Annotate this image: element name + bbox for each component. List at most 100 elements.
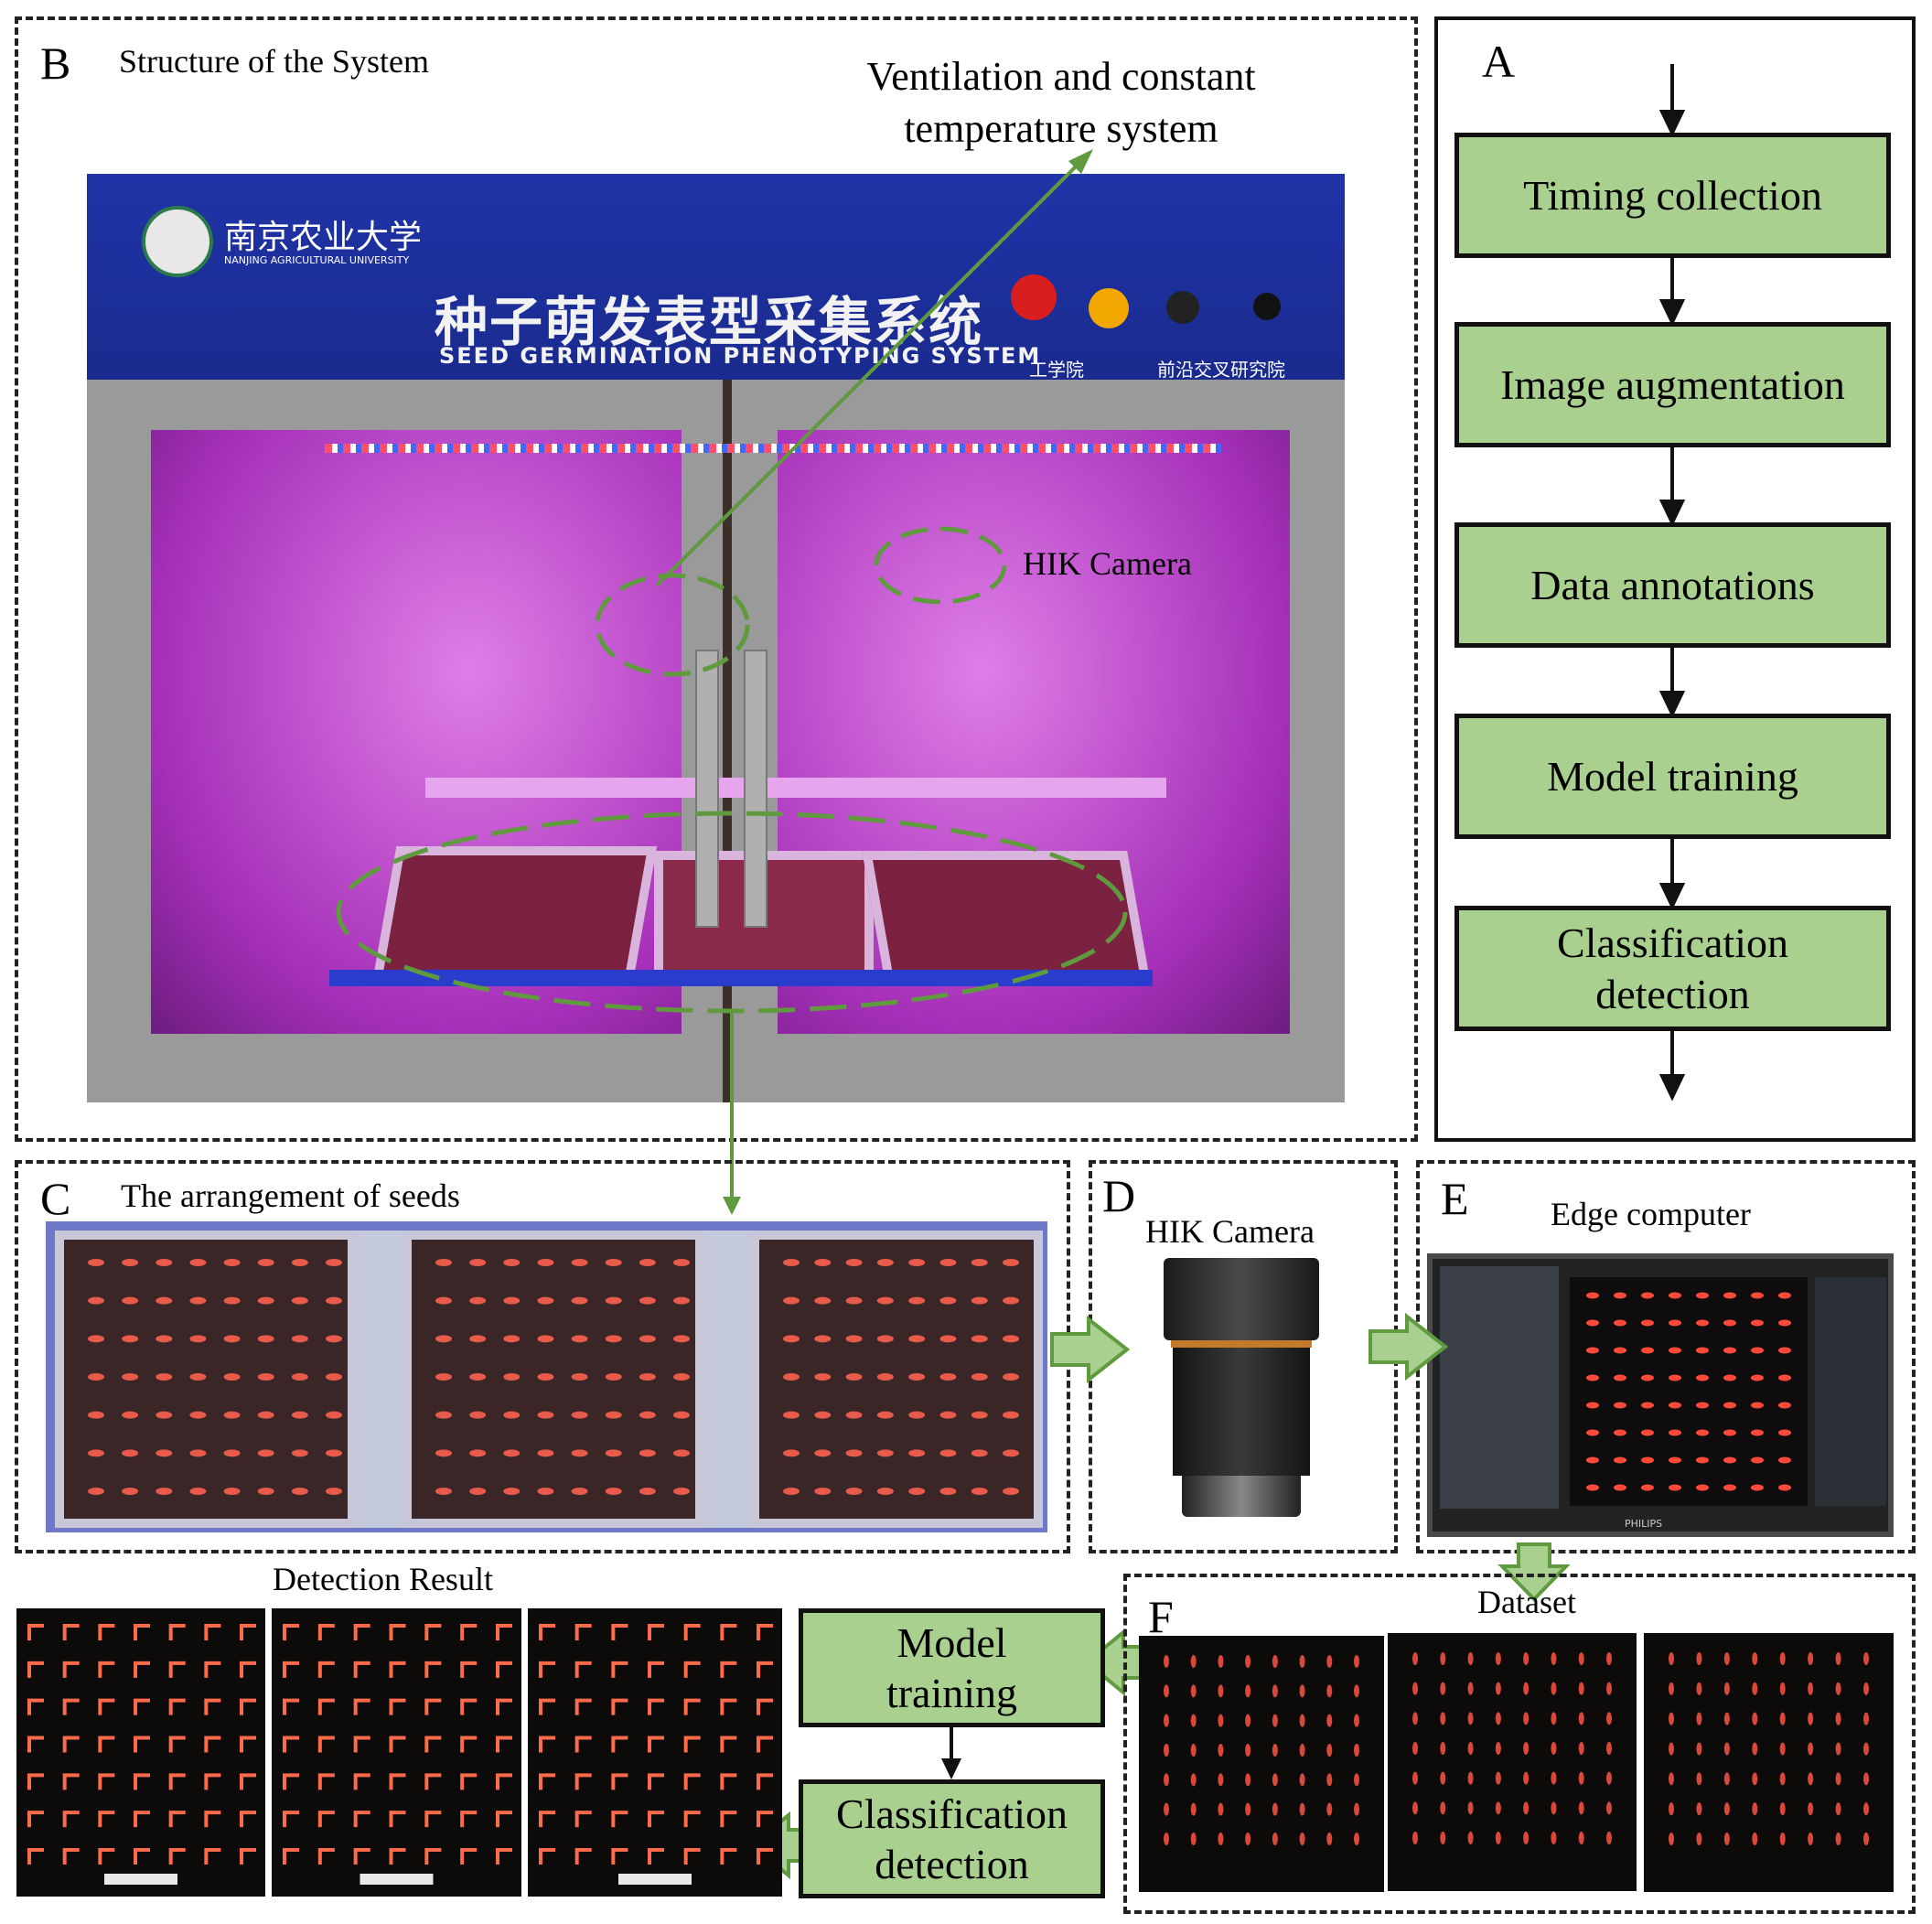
seed xyxy=(1751,1402,1764,1409)
detection-box xyxy=(98,1624,115,1640)
detection-box xyxy=(204,1698,221,1715)
seed xyxy=(1551,1832,1557,1844)
seed xyxy=(1412,1771,1418,1785)
ventilation-arrowhead xyxy=(1068,149,1093,174)
seed xyxy=(971,1373,988,1381)
seed xyxy=(1245,1714,1251,1727)
detection-box xyxy=(27,1698,44,1715)
door-handle-right xyxy=(744,650,767,928)
seed xyxy=(1778,1292,1791,1299)
seed xyxy=(1354,1655,1359,1668)
university-cn: 南京农业大学 xyxy=(224,219,423,256)
detection-box xyxy=(240,1848,256,1865)
seed xyxy=(537,1335,554,1343)
seed xyxy=(1606,1652,1612,1665)
seed xyxy=(88,1335,104,1343)
seed xyxy=(291,1373,308,1381)
seed xyxy=(1412,1712,1418,1725)
seed xyxy=(639,1259,656,1266)
seed xyxy=(1614,1347,1626,1354)
seed xyxy=(156,1411,173,1419)
seed xyxy=(156,1259,173,1266)
seed xyxy=(1578,1742,1584,1755)
monitor-sidebar xyxy=(1440,1266,1559,1509)
seed xyxy=(1326,1802,1333,1816)
seed xyxy=(1669,1456,1681,1464)
detection-box xyxy=(648,1811,664,1828)
detection-box xyxy=(62,1698,80,1715)
detection-box xyxy=(757,1736,773,1753)
seed xyxy=(1696,1742,1702,1756)
edge-computer-monitor: PHILIPS xyxy=(1427,1253,1894,1537)
seed xyxy=(1779,1742,1786,1756)
machine-en-title: SEED GERMINATION PHENOTYPING SYSTEM xyxy=(439,343,1042,369)
seed xyxy=(326,1488,342,1495)
seed xyxy=(1164,1744,1169,1757)
seed xyxy=(1606,1832,1612,1844)
seed xyxy=(1218,1684,1224,1698)
detection-box xyxy=(683,1811,701,1828)
detection-box xyxy=(424,1811,442,1828)
seed xyxy=(783,1296,800,1305)
detection-box xyxy=(574,1624,592,1640)
seed xyxy=(1778,1402,1791,1409)
seed xyxy=(503,1296,521,1305)
detection-box xyxy=(460,1848,478,1865)
seed xyxy=(1641,1456,1654,1464)
seed xyxy=(1723,1484,1736,1491)
seed xyxy=(1696,1292,1709,1299)
seed xyxy=(673,1488,690,1495)
detection-box xyxy=(460,1736,478,1753)
detection-box xyxy=(683,1848,701,1865)
seed xyxy=(1299,1655,1305,1668)
seed xyxy=(1808,1802,1814,1816)
seed xyxy=(1003,1335,1019,1343)
seed xyxy=(1272,1655,1278,1668)
seed xyxy=(1272,1714,1278,1727)
seed xyxy=(1752,1652,1758,1665)
seed xyxy=(783,1411,800,1419)
seed xyxy=(1218,1655,1224,1668)
seed xyxy=(1863,1652,1869,1665)
seed xyxy=(1003,1411,1019,1419)
detection-box xyxy=(353,1848,370,1865)
seed xyxy=(223,1373,241,1381)
seed xyxy=(1586,1484,1599,1491)
seed xyxy=(1614,1292,1626,1299)
seed xyxy=(1641,1374,1654,1381)
seed xyxy=(1779,1712,1786,1725)
seed xyxy=(537,1373,554,1381)
seed xyxy=(189,1373,207,1381)
detection-box xyxy=(317,1624,335,1640)
seed xyxy=(189,1488,207,1495)
seed xyxy=(1614,1374,1626,1381)
seed xyxy=(1467,1652,1474,1665)
seed xyxy=(1495,1652,1501,1665)
seed xyxy=(1669,1652,1674,1665)
detection-image-2 xyxy=(272,1608,521,1897)
seed xyxy=(1551,1712,1557,1725)
seed xyxy=(571,1296,588,1305)
seed xyxy=(876,1373,894,1381)
seed xyxy=(1218,1833,1224,1845)
seed xyxy=(1326,1833,1333,1845)
seed xyxy=(1606,1801,1612,1815)
panel-f-letter: F xyxy=(1148,1591,1174,1642)
detection-box xyxy=(460,1624,478,1640)
seed xyxy=(1808,1833,1814,1845)
detection-box xyxy=(720,1773,737,1790)
seed xyxy=(122,1259,139,1266)
seed xyxy=(1467,1682,1474,1695)
seed xyxy=(1614,1319,1626,1327)
seed-tray-1 xyxy=(55,1231,357,1528)
detection-box xyxy=(757,1848,773,1865)
seed xyxy=(1723,1802,1730,1816)
detection-box xyxy=(757,1698,773,1715)
seed xyxy=(503,1488,521,1495)
seed xyxy=(673,1373,690,1381)
detection-box xyxy=(611,1811,628,1828)
seed xyxy=(1299,1744,1305,1757)
seed xyxy=(1752,1712,1758,1725)
monitor-panel-right xyxy=(1815,1277,1886,1506)
seed xyxy=(814,1449,832,1457)
